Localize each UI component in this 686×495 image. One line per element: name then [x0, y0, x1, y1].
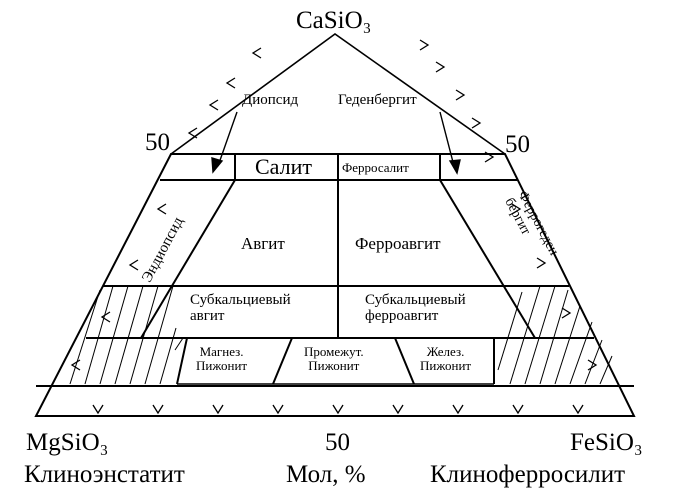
field-salite: Салит	[255, 156, 312, 178]
field-augite: Авгит	[241, 235, 285, 252]
field-fe-pigeonite-line1: Желез.	[420, 345, 471, 359]
vertex-casio3: CaSiO₃	[296, 8, 371, 33]
vertex-fesio3: FeSiO₃	[570, 430, 643, 455]
field-fe-pigeonite: Желез. Пижонит	[420, 345, 471, 372]
end-member-right: Клиноферросилит	[430, 462, 625, 487]
field-int-pigeonite: Промежут. Пижонит	[304, 345, 364, 372]
boundary-pigeonite-int-right	[395, 338, 414, 384]
field-mg-pigeonite: Магнез. Пижонит	[196, 345, 247, 372]
field-fe-pigeonite-line2: Пижонит	[420, 359, 471, 373]
field-int-pigeonite-line2: Пижонит	[304, 359, 364, 373]
vertex-mgsio3: MgSiO₃	[26, 430, 108, 455]
end-member-left: Клиноэнстатит	[24, 462, 185, 487]
left-side-50-label: 50	[145, 130, 170, 155]
label-diopside: Диопсид	[242, 93, 298, 108]
right-side-50-label: 50	[505, 132, 530, 157]
hatch-left	[70, 286, 183, 384]
field-subcalcic-ferroaugite-line1: Субкальциевый	[365, 293, 466, 309]
field-ferrosalite: Ферросалит	[342, 161, 409, 174]
bottom-ticks	[93, 405, 583, 413]
field-subcalcic-augite-line1: Субкальциевый	[190, 293, 291, 309]
field-mg-pigeonite-line2: Пижонит	[196, 359, 247, 373]
field-subcalcic-ferroaugite: Субкальциевый ферроавгит	[365, 293, 466, 325]
label-hedenbergite: Геденбергит	[338, 93, 417, 108]
boundary-pigeonite-int-left	[273, 338, 292, 384]
bottom-50-label: 50	[325, 430, 350, 455]
field-ferroaugite: Ферроавгит	[355, 235, 441, 252]
field-mg-pigeonite-line1: Магнез.	[196, 345, 247, 359]
field-subcalcic-augite-line2: авгит	[190, 309, 291, 325]
field-subcalcic-augite: Субкальциевый авгит	[190, 293, 291, 325]
field-int-pigeonite-line1: Промежут.	[304, 345, 364, 359]
field-subcalcic-ferroaugite-line2: ферроавгит	[365, 309, 466, 325]
unit-label: Мол, %	[286, 462, 366, 487]
apex-arrows	[212, 112, 460, 173]
